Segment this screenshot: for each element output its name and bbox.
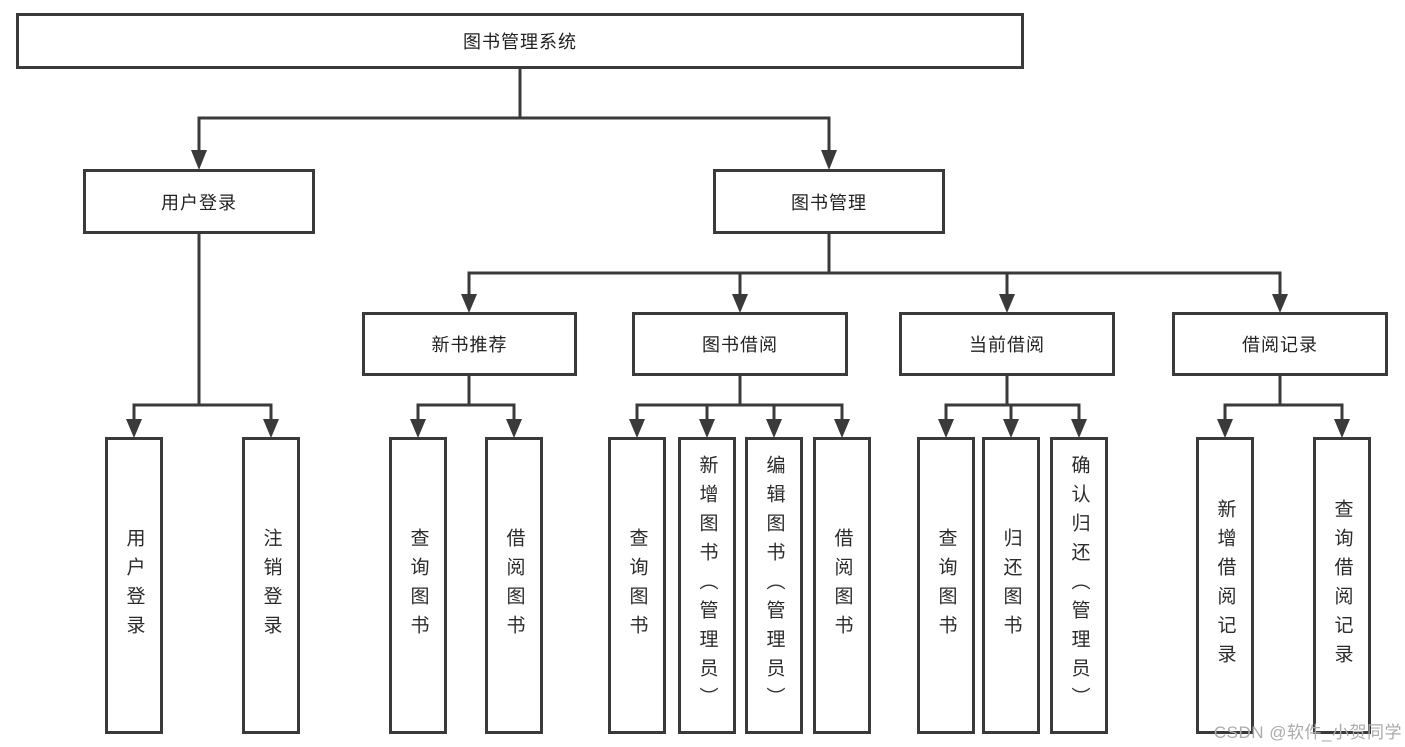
- leaf-borrow-books-label: 借阅图书: [831, 527, 853, 644]
- node-user-login: 用户登录: [83, 169, 315, 234]
- leaf-borrow-books: 借阅图书: [813, 437, 871, 734]
- arrowhead: [1272, 294, 1288, 313]
- leaf-query-books-recommend-label: 查询图书: [407, 527, 429, 644]
- node-current-borrowing: 当前借阅: [899, 312, 1115, 376]
- arrowhead: [1334, 419, 1350, 438]
- arrowhead: [699, 419, 715, 438]
- node-root-label: 图书管理系统: [463, 32, 577, 52]
- arrowhead: [732, 294, 748, 313]
- leaf-return-books: 归还图书: [982, 437, 1040, 734]
- node-root: 图书管理系统: [16, 13, 1024, 69]
- node-current-borrowing-label: 当前借阅: [969, 335, 1045, 355]
- arrowhead: [1003, 419, 1019, 438]
- node-new-book-recommend: 新书推荐: [362, 312, 577, 376]
- node-new-book-recommend-label: 新书推荐: [431, 335, 508, 355]
- arrowhead: [410, 419, 426, 438]
- node-book-borrowing-label: 图书借阅: [702, 335, 778, 355]
- arrowhead: [263, 419, 279, 438]
- leaf-borrow-books-recommend: 借阅图书: [485, 437, 543, 734]
- arrowhead: [821, 150, 837, 170]
- leaf-query-books-current: 查询图书: [917, 437, 975, 734]
- node-book-management: 图书管理: [713, 169, 945, 234]
- leaf-add-books-admin: 新增图书（管理员）: [678, 437, 736, 734]
- arrowhead: [461, 294, 477, 313]
- leaf-logout: 注销登录: [242, 437, 300, 734]
- leaf-user-login: 用户登录: [105, 437, 163, 734]
- leaf-edit-books-admin: 编辑图书（管理员）: [745, 437, 803, 734]
- arrowhead: [1217, 419, 1233, 438]
- node-user-login-label: 用户登录: [161, 192, 237, 213]
- node-borrow-records: 借阅记录: [1172, 312, 1388, 376]
- node-book-management-label: 图书管理: [791, 192, 867, 213]
- leaf-confirm-return-admin-label: 确认归还（管理员）: [1068, 455, 1090, 716]
- arrowhead: [1071, 419, 1087, 438]
- leaf-add-borrow-record: 新增借阅记录: [1196, 437, 1254, 734]
- leaf-query-borrow-record-label: 查询借阅记录: [1331, 498, 1353, 673]
- leaf-confirm-return-admin: 确认归还（管理员）: [1050, 437, 1108, 734]
- leaf-query-books-recommend: 查询图书: [389, 437, 447, 734]
- leaf-add-books-admin-label: 新增图书（管理员）: [696, 455, 718, 716]
- arrowhead: [629, 419, 645, 438]
- arrowhead: [766, 419, 782, 438]
- node-book-borrowing: 图书借阅: [632, 312, 848, 376]
- node-borrow-records-label: 借阅记录: [1242, 335, 1318, 355]
- arrowhead: [938, 419, 954, 438]
- leaf-user-login-label: 用户登录: [123, 527, 145, 644]
- arrowhead: [126, 419, 142, 438]
- leaf-edit-books-admin-label: 编辑图书（管理员）: [763, 455, 785, 716]
- watermark-text: CSDN @软件_小贺同学: [1213, 723, 1402, 742]
- leaf-borrow-books-recommend-label: 借阅图书: [503, 527, 525, 644]
- arrowhead: [191, 150, 207, 170]
- leaf-logout-label: 注销登录: [260, 527, 282, 644]
- leaf-query-borrow-record: 查询借阅记录: [1313, 437, 1371, 734]
- leaf-query-books-borrowing: 查询图书: [608, 437, 666, 734]
- leaf-query-books-borrowing-label: 查询图书: [626, 527, 648, 644]
- leaf-return-books-label: 归还图书: [1000, 527, 1022, 644]
- arrowhead: [999, 294, 1015, 313]
- leaf-add-borrow-record-label: 新增借阅记录: [1214, 498, 1236, 673]
- arrowhead: [834, 419, 850, 438]
- leaf-query-books-current-label: 查询图书: [935, 527, 957, 644]
- arrowhead: [506, 419, 522, 438]
